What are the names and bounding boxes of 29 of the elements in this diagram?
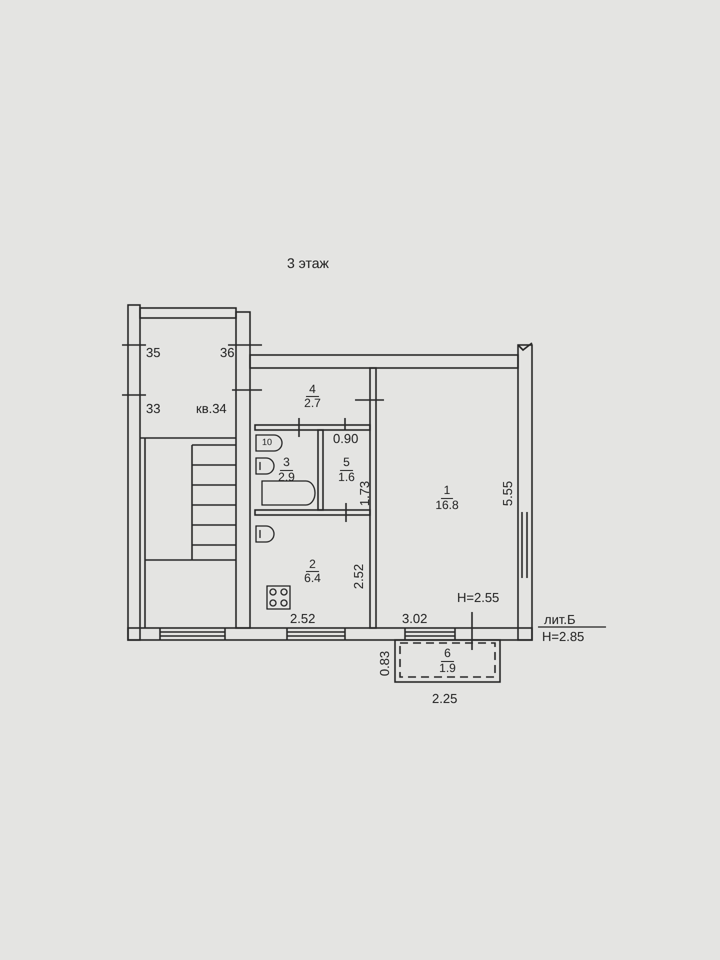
- room-number: 4: [306, 382, 319, 397]
- stair-number: 33: [146, 402, 160, 415]
- stair-number: 35: [146, 346, 160, 359]
- room-number: 2: [306, 558, 319, 572]
- dimension: 0.90: [333, 432, 358, 445]
- floor-title: 3 этаж: [287, 256, 329, 270]
- building-letter: лит.Б: [544, 613, 576, 626]
- room-area: 2.7: [301, 397, 324, 410]
- room-number: 1: [440, 484, 454, 498]
- room-area: 1.6: [335, 470, 358, 484]
- ceiling-height: H=2.85: [542, 630, 584, 643]
- room-number: 6: [441, 647, 454, 662]
- room-area: 2.9: [275, 470, 298, 484]
- apartment-number: кв.34: [196, 402, 227, 415]
- dimension: 2.25: [432, 692, 458, 705]
- ceiling-height: H=2.55: [457, 591, 500, 604]
- room-number: 3: [280, 456, 293, 470]
- dimension: 0.83: [378, 650, 392, 676]
- dimension: 1.73: [358, 480, 372, 506]
- room-area: 1.9: [436, 662, 459, 675]
- dimension: 3.02: [402, 612, 428, 625]
- dimension: 2.52: [290, 612, 316, 625]
- room-area: 6.4: [301, 572, 324, 586]
- room-number: 5: [340, 456, 353, 470]
- room-area: 16.8: [432, 498, 462, 512]
- dimension: 5.55: [501, 480, 514, 506]
- fixture-label: 10: [262, 438, 272, 447]
- dimension: 2.52: [352, 564, 366, 590]
- stair-number: 36: [220, 346, 234, 359]
